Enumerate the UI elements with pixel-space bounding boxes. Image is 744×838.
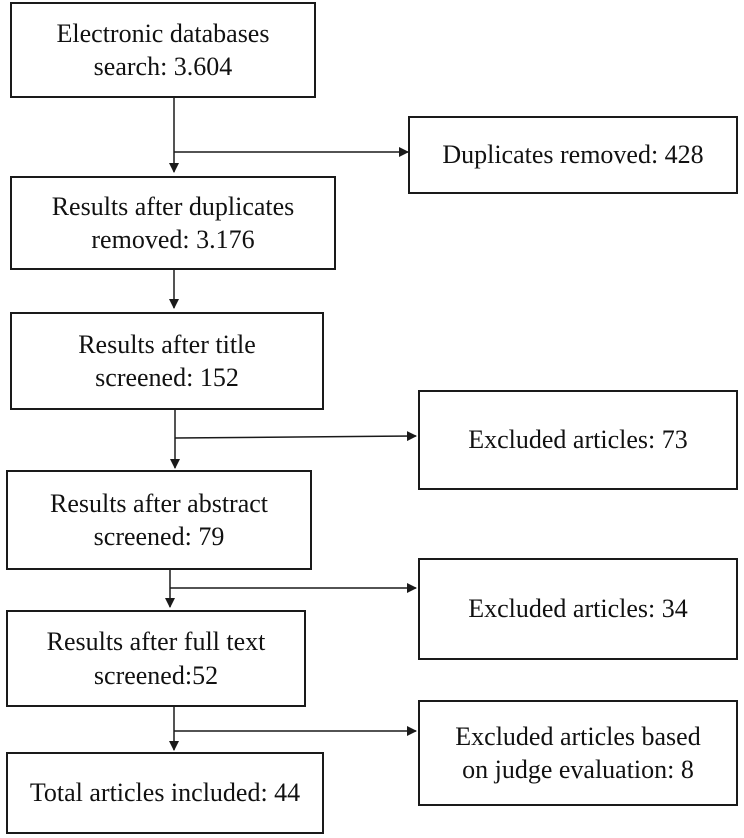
box-results-after-abstract: Results after abstract screened: 79 <box>6 470 312 570</box>
box-excluded-judge: Excluded articles based on judge evaluat… <box>418 700 738 806</box>
arrow-to-excluded-title <box>174 431 417 442</box>
box-excluded-abstract: Excluded articles: 34 <box>418 558 738 660</box>
box-results-after-fulltext: Results after full text screened:52 <box>6 610 306 707</box>
box-database-search: Electronic databases search: 3.604 <box>10 2 316 98</box>
box-results-after-title: Results after title screened: 152 <box>10 312 324 410</box>
box-total-included: Total articles included: 44 <box>6 752 324 834</box>
box-duplicates-removed: Duplicates removed: 428 <box>408 116 738 194</box>
box-excluded-title: Excluded articles: 73 <box>418 390 738 490</box>
box-results-after-duplicates: Results after duplicates removed: 3.176 <box>10 176 336 270</box>
